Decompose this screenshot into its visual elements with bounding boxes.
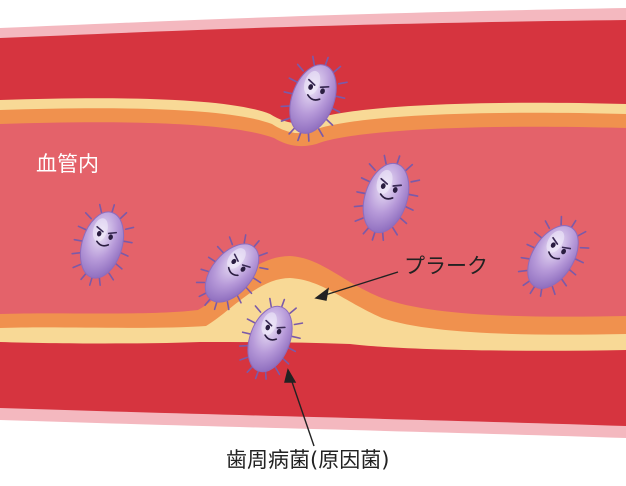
vessel-lumen: [0, 122, 626, 319]
plaque: [0, 278, 626, 351]
bacteria-label: 歯周病菌(原因菌): [226, 448, 390, 472]
bacteria-arrow: [284, 368, 315, 447]
vessel-inside-label: 血管内: [36, 152, 99, 176]
plaque-label: プラーク: [404, 254, 488, 278]
lower-lining-orange: [0, 256, 626, 339]
plaque-arrow: [314, 271, 399, 301]
